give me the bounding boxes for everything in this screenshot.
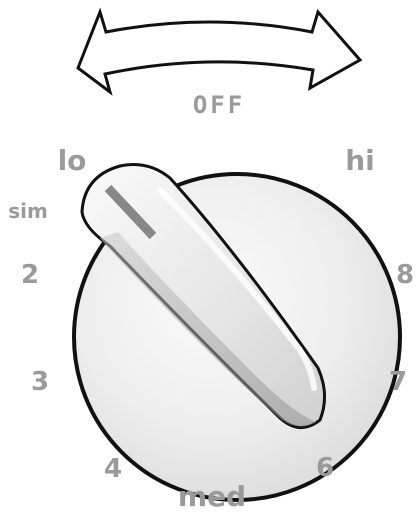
double-headed-curved-arrow-icon [78,12,360,92]
rotary-knob-icon[interactable] [74,165,400,501]
setting-lo: lo [58,144,87,177]
setting-6: 6 [316,453,334,483]
setting-sim: sim [8,199,48,223]
setting-7: 7 [389,367,407,397]
setting-2: 2 [21,260,39,290]
setting-3: 3 [31,367,49,397]
setting-hi: hi [345,144,375,177]
setting-8: 8 [396,260,414,290]
setting-4: 4 [104,454,122,484]
off-label: OFF [193,91,245,119]
setting-med: med [178,480,246,513]
